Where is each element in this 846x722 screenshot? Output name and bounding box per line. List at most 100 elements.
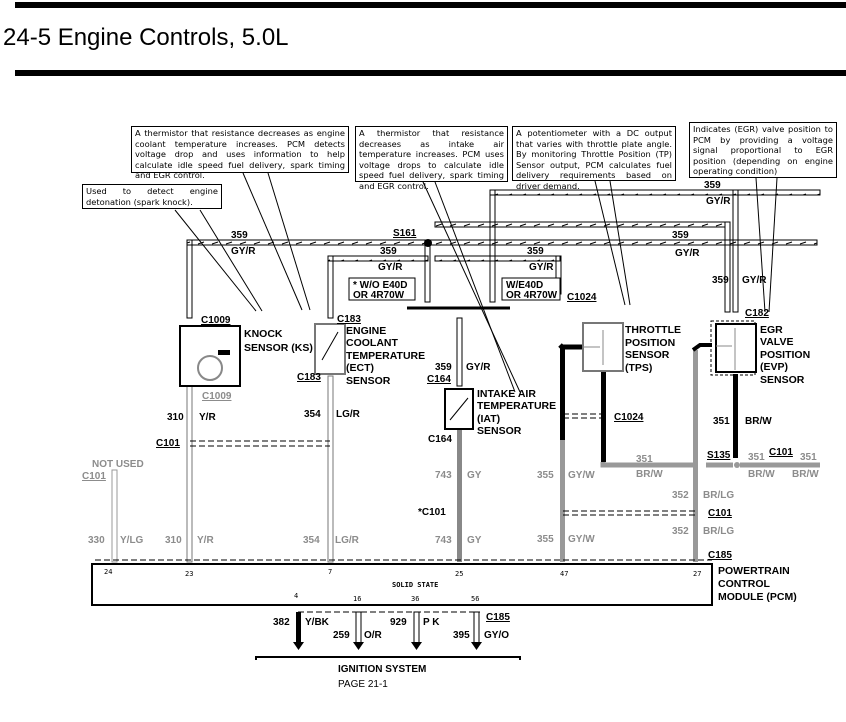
wire-743 <box>457 425 462 562</box>
ect-sensor-box <box>314 323 346 375</box>
wire-number-310: 310 <box>167 412 184 423</box>
option-with-line2: OR 4R70W <box>506 290 558 301</box>
wire-color-lgr: LG/R <box>336 409 361 420</box>
connector-c1024: C1024 <box>567 292 597 303</box>
splice-s161-label: S161 <box>393 228 417 239</box>
wire-color-gyo: GY/O <box>484 630 509 641</box>
wire-number-310: 310 <box>165 535 182 546</box>
sensor-wires <box>111 317 463 563</box>
pcm-solid-state: SOLID STATE <box>392 581 438 589</box>
connector-c1009-lower: C1009 <box>202 391 232 402</box>
pcm-pin: 16 <box>353 595 361 603</box>
wire-number-359: 359 <box>380 246 397 257</box>
knock-sensor-box <box>179 325 241 387</box>
wire-color-yr: Y/R <box>197 535 214 546</box>
wire-number-352: 352 <box>672 526 689 537</box>
wire-color-brw: BR/W <box>745 416 772 427</box>
wire-tps-signal <box>601 372 606 462</box>
pcm-pin: 36 <box>411 595 419 603</box>
top-rule <box>15 2 846 8</box>
splice-s135-label: S135 <box>707 450 731 461</box>
wire-color-brlg: BR/LG <box>703 490 734 501</box>
wire-color-or: O/R <box>364 630 383 641</box>
wire-351-tps <box>600 462 695 468</box>
not-used-label: NOT USED <box>92 459 144 470</box>
wire-351-evp <box>733 374 738 458</box>
page-title: 24-5 Engine Controls, 5.0L <box>3 24 289 51</box>
wire-color-gyr: GY/R <box>378 262 403 273</box>
wire-number-382: 382 <box>273 617 290 628</box>
wire-color-gy: GY <box>467 470 482 481</box>
wire-color-brw: BR/W <box>636 469 663 480</box>
connector-c1024-lower: C1024 <box>614 412 644 423</box>
wire-color-gyr: GY/R <box>706 196 731 207</box>
wire-number-259: 259 <box>333 630 350 641</box>
wire-evp-ref <box>691 343 712 352</box>
connector-c183: C183 <box>337 314 361 325</box>
wire-color-brlg: BR/LG <box>703 526 734 537</box>
note-knock-sensor: Used to detect engine detonation (spark … <box>82 184 222 209</box>
wire-number-359: 359 <box>527 246 544 257</box>
connector-c183-lower: C183 <box>297 372 321 383</box>
page-reference-link[interactable]: PAGE 21-1 <box>338 679 388 690</box>
connector-c101-star: *C101 <box>418 507 446 518</box>
pcm-box <box>91 563 713 606</box>
wire-color-gyr: GY/R <box>742 275 767 286</box>
wire-color-brw: BR/W <box>792 469 819 480</box>
wire-352 <box>693 350 698 562</box>
wire-color-ylg: Y/LG <box>120 535 144 546</box>
wire-color-yr: Y/R <box>199 412 216 423</box>
connector-c182: C182 <box>745 308 769 319</box>
title-rule <box>15 70 846 76</box>
pcm-pin: 23 <box>185 570 193 578</box>
wire-color-gyr: GY/R <box>466 362 491 373</box>
pcm-pin: 25 <box>455 570 463 578</box>
wire-number-359: 359 <box>712 275 729 286</box>
wire-number-929: 929 <box>390 617 407 628</box>
option-without-line1: * W/O E40D <box>353 280 407 291</box>
wire-number-395: 395 <box>453 630 470 641</box>
wire-number-359: 359 <box>231 230 248 241</box>
wire-color-brw: BR/W <box>748 469 775 480</box>
wire-color-lgr: LG/R <box>335 535 360 546</box>
note-evp-sensor: Indicates (EGR) valve position to PCM by… <box>689 122 837 178</box>
wire-color-pk: P K <box>423 617 440 628</box>
connector-c164: C164 <box>427 374 451 385</box>
note-tps-sensor: A potentiometer with a DC output that va… <box>512 126 676 191</box>
pcm-pin: 47 <box>560 570 568 578</box>
option-box-with <box>501 277 561 301</box>
ignition-system-label: IGNITION SYSTEM <box>338 664 426 675</box>
knock-sensor-symbol <box>197 355 223 381</box>
wire-number-355: 355 <box>537 470 554 481</box>
note-iat-sensor: A thermistor that resistance decreases a… <box>355 126 508 191</box>
connector-c101-right: C101 <box>708 508 732 519</box>
note-ect-sensor: A thermistor that resistance decreases a… <box>131 126 349 180</box>
wire-color-gyw: GY/W <box>568 470 595 481</box>
wire-number-351: 351 <box>636 454 653 465</box>
wire-number-743: 743 <box>435 535 452 546</box>
splice-s135-dot <box>734 462 740 468</box>
wire-number-354: 354 <box>303 535 320 546</box>
wire-number-359: 359 <box>704 180 721 191</box>
wire-color-ybk: Y/BK <box>305 617 330 628</box>
connector-c101: C101 <box>156 438 180 449</box>
wire-color-gyr: GY/R <box>675 248 700 259</box>
pcm-pin: 24 <box>104 568 112 576</box>
wire-359-bus <box>186 189 821 319</box>
connector-c101-s135: C101 <box>769 447 793 458</box>
wire-color-gyr: GY/R <box>529 262 554 273</box>
wire-number-359: 359 <box>435 362 452 373</box>
option-with-line1: W/E40D <box>506 280 543 291</box>
callout-pointers <box>174 172 778 393</box>
pcm-pin: 4 <box>294 592 298 600</box>
wire-number-354: 354 <box>304 409 321 420</box>
pcm-pin: 56 <box>471 595 479 603</box>
option-box-without <box>348 277 416 301</box>
connector-c185: C185 <box>708 550 732 561</box>
